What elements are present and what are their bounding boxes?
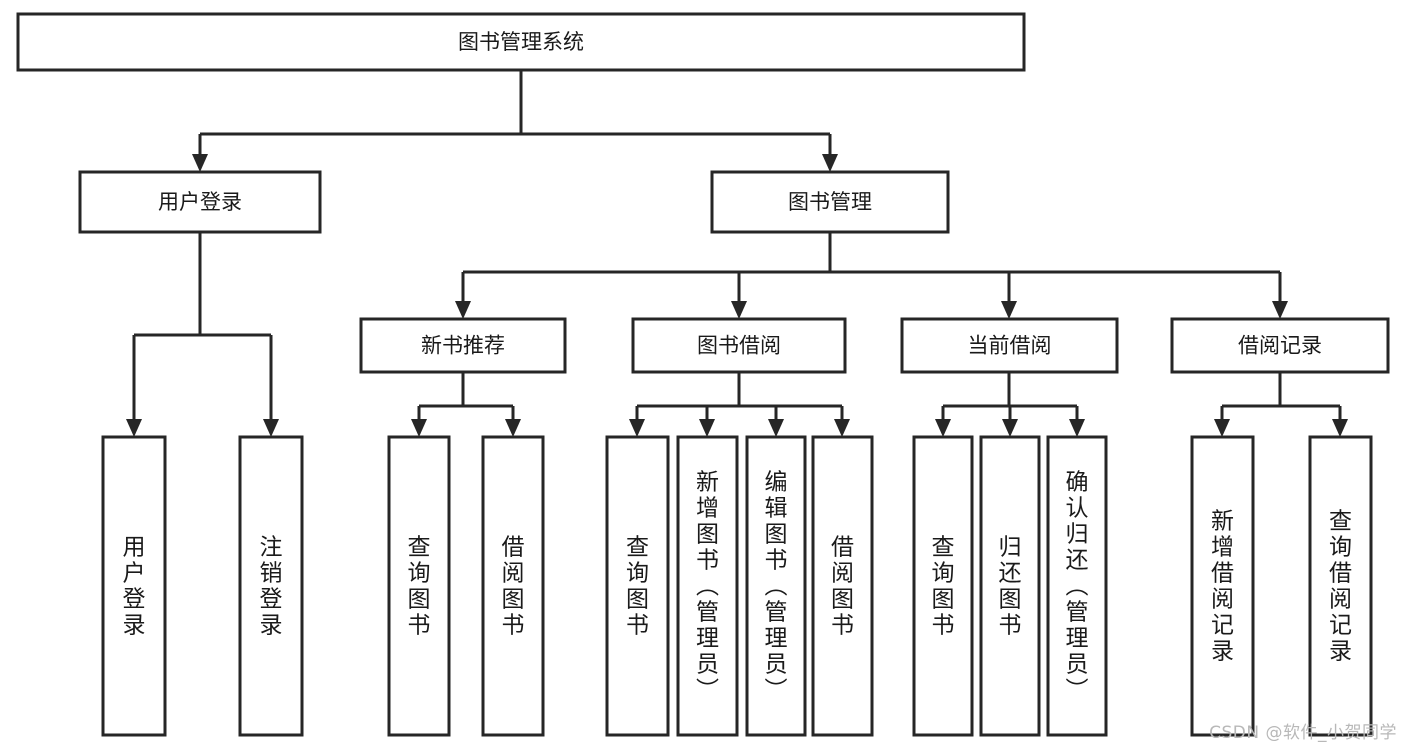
node-label-leaf-user-login: 用户登录 xyxy=(123,534,146,638)
node-label-leaf-borrow-book: 借阅图书 xyxy=(831,534,854,638)
node-new-book-recommend[interactable]: 新书推荐 xyxy=(359,317,567,374)
arrow-head-icon xyxy=(822,154,838,172)
node-box-borrow-record[interactable] xyxy=(1170,317,1390,374)
node-label-leaf-query-book-recommend: 查询图书 xyxy=(408,534,431,638)
arrow-head-icon xyxy=(731,301,747,319)
node-leaf-query-borrow-record[interactable]: 查询借阅记录 xyxy=(1308,435,1373,737)
arrow-head-icon xyxy=(411,419,427,437)
arrow-head-icon xyxy=(1002,419,1018,437)
node-leaf-edit-book-admin[interactable]: 编辑图书︵管理员︶ xyxy=(745,435,807,737)
connector-c-recommend-split xyxy=(411,372,521,437)
node-label-new-book-recommend: 新书推荐 xyxy=(421,334,505,358)
node-box-leaf-add-borrow-record[interactable] xyxy=(1190,435,1255,737)
connector-c-current-split xyxy=(935,372,1085,437)
node-label-leaf-return-book: 归还图书 xyxy=(999,534,1022,638)
node-label-leaf-query-book-borrow: 查询图书 xyxy=(626,534,649,638)
node-box-leaf-logout[interactable] xyxy=(238,435,304,737)
node-box-leaf-borrow-book-recommend[interactable] xyxy=(481,435,545,737)
node-box-leaf-edit-book-admin[interactable] xyxy=(745,435,807,737)
node-book-manage[interactable]: 图书管理 xyxy=(710,170,950,234)
node-box-root[interactable] xyxy=(16,12,1026,72)
arrow-head-icon xyxy=(505,419,521,437)
node-leaf-user-login[interactable]: 用户登录 xyxy=(101,435,167,737)
node-label-leaf-borrow-book-recommend: 借阅图书 xyxy=(502,534,525,638)
node-leaf-logout[interactable]: 注销登录 xyxy=(238,435,304,737)
node-label-book-manage: 图书管理 xyxy=(788,190,872,214)
node-box-leaf-user-login[interactable] xyxy=(101,435,167,737)
node-box-book-manage[interactable] xyxy=(710,170,950,234)
node-label-leaf-add-borrow-record: 新增借阅记录 xyxy=(1211,508,1234,664)
node-leaf-query-book-borrow[interactable]: 查询图书 xyxy=(605,435,670,737)
node-box-leaf-confirm-return-admin[interactable] xyxy=(1046,435,1108,737)
node-label-book-borrow: 图书借阅 xyxy=(697,334,781,358)
node-book-borrow[interactable]: 图书借阅 xyxy=(631,317,847,374)
node-label-borrow-record: 借阅记录 xyxy=(1238,334,1322,358)
connector-c-borrow-split xyxy=(629,372,850,437)
connector-c-bookmanage-split xyxy=(455,232,1288,319)
node-label-leaf-query-borrow-record: 查询借阅记录 xyxy=(1329,508,1352,664)
arrow-head-icon xyxy=(1332,419,1348,437)
node-user-login[interactable]: 用户登录 xyxy=(78,170,322,234)
node-label-leaf-add-book-admin: 新增图书︵管理员︶ xyxy=(696,469,719,703)
node-label-leaf-logout: 注销登录 xyxy=(260,534,283,638)
node-leaf-query-book-current[interactable]: 查询图书 xyxy=(912,435,974,737)
node-box-leaf-query-borrow-record[interactable] xyxy=(1308,435,1373,737)
node-box-leaf-query-book-recommend[interactable] xyxy=(387,435,451,737)
node-leaf-add-borrow-record[interactable]: 新增借阅记录 xyxy=(1190,435,1255,737)
node-box-user-login[interactable] xyxy=(78,170,322,234)
node-box-leaf-borrow-book[interactable] xyxy=(811,435,874,737)
node-leaf-borrow-book-recommend[interactable]: 借阅图书 xyxy=(481,435,545,737)
arrow-head-icon xyxy=(1272,301,1288,319)
arrow-head-icon xyxy=(1214,419,1230,437)
arrow-head-icon xyxy=(834,419,850,437)
node-label-leaf-edit-book-admin: 编辑图书︵管理员︶ xyxy=(765,469,788,703)
node-current-borrow[interactable]: 当前借阅 xyxy=(900,317,1119,374)
node-leaf-borrow-book[interactable]: 借阅图书 xyxy=(811,435,874,737)
node-box-leaf-query-book-current[interactable] xyxy=(912,435,974,737)
arrow-head-icon xyxy=(629,419,645,437)
arrow-head-icon xyxy=(192,154,208,172)
node-root[interactable]: 图书管理系统 xyxy=(16,12,1026,72)
node-leaf-query-book-recommend[interactable]: 查询图书 xyxy=(387,435,451,737)
arrow-head-icon xyxy=(1001,301,1017,319)
node-label-leaf-query-book-current: 查询图书 xyxy=(932,534,955,638)
connector-c-userlogin-split xyxy=(126,232,279,437)
node-label-root: 图书管理系统 xyxy=(458,30,584,54)
arrow-head-icon xyxy=(263,419,279,437)
node-box-leaf-add-book-admin[interactable] xyxy=(676,435,739,737)
node-leaf-return-book[interactable]: 归还图书 xyxy=(979,435,1041,737)
arrow-head-icon xyxy=(1069,419,1085,437)
node-borrow-record[interactable]: 借阅记录 xyxy=(1170,317,1390,374)
node-leaf-add-book-admin[interactable]: 新增图书︵管理员︶ xyxy=(676,435,739,737)
node-box-new-book-recommend[interactable] xyxy=(359,317,567,374)
node-box-leaf-query-book-borrow[interactable] xyxy=(605,435,670,737)
connector-c-record-split xyxy=(1214,372,1348,437)
arrow-head-icon xyxy=(935,419,951,437)
node-box-current-borrow[interactable] xyxy=(900,317,1119,374)
arrow-head-icon xyxy=(455,301,471,319)
node-box-book-borrow[interactable] xyxy=(631,317,847,374)
arrow-head-icon xyxy=(126,419,142,437)
arrow-head-icon xyxy=(768,419,784,437)
node-label-current-borrow: 当前借阅 xyxy=(968,334,1052,358)
node-label-leaf-confirm-return-admin: 确认归还︵管理员︶ xyxy=(1066,469,1089,703)
node-box-leaf-return-book[interactable] xyxy=(979,435,1041,737)
node-label-user-login: 用户登录 xyxy=(158,190,242,214)
arrow-head-icon xyxy=(699,419,715,437)
node-leaf-confirm-return-admin[interactable]: 确认归还︵管理员︶ xyxy=(1046,435,1108,737)
connector-c-root-split xyxy=(192,70,838,172)
